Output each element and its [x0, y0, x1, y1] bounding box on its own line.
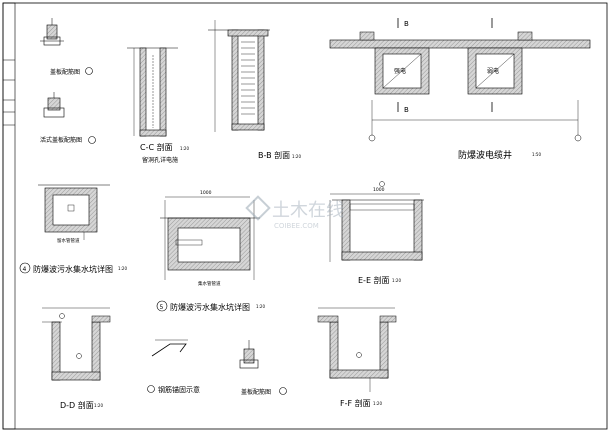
collection-pit-scale: 1:20: [256, 304, 265, 309]
collection-pit-number: 5: [160, 304, 164, 311]
section-cc-title: C-C 剖面: [140, 142, 173, 152]
collection-pit-title: 防爆波污水集水坑详图: [170, 302, 250, 312]
anchor-bar-detail: 钢筋锚固示意: [147, 339, 200, 394]
cable-shaft-scale: 1:50: [532, 152, 541, 157]
cable-shaft-room-right: 弱电: [487, 67, 499, 75]
watermark-logo-icon: [245, 195, 271, 221]
sewage-pit-detail: 留水管管道 4 防爆波污水集水坑详图 1:20: [19, 184, 127, 274]
removable-slab-detail-title: 活式盖板配筋图: [40, 136, 82, 144]
cable-shaft: 强电 弱电 B B 防爆波电缆井 1:50: [329, 18, 591, 161]
section-cc-scale: 1:20: [180, 146, 189, 151]
section-ee: 1000 E-E 剖面 1:20: [329, 181, 424, 285]
section-cc-note: 留洞孔详电施: [142, 156, 178, 164]
slab-detail-top: 盖板配筋图: [40, 18, 93, 76]
section-ee-scale: 1:20: [392, 278, 401, 283]
sewage-pit-number: 4: [23, 266, 27, 273]
section-bb-title: B-B 剖面: [258, 150, 290, 160]
watermark: 土木在线 COIBEE.COM: [245, 195, 344, 230]
sewage-pit-title: 防爆波污水集水坑详图: [33, 264, 113, 274]
sewage-pit-note: 留水管管道: [57, 237, 80, 244]
removable-slab-detail: 活式盖板配筋图: [40, 92, 96, 144]
slab-detail-top-title: 盖板配筋图: [50, 68, 80, 76]
section-ff-scale: 1:20: [373, 401, 382, 406]
section-ee-dim: 1000: [373, 187, 385, 193]
section-dd-scale: 1:20: [94, 403, 103, 408]
sewage-pit-scale: 1:20: [118, 266, 127, 271]
collection-pit-note: 集水管管道: [198, 280, 221, 287]
section-ee-title: E-E 剖面: [358, 275, 390, 285]
section-dd-title: D-D 剖面: [60, 400, 94, 410]
watermark-cn: 土木在线: [272, 200, 344, 221]
cable-shaft-room-left: 强电: [394, 67, 406, 75]
collection-pit-detail: 1000 集水管管道 5 防爆波污水集水坑详图 1:20: [156, 190, 265, 312]
slab-detail-bottom: 盖板配筋图: [239, 340, 287, 396]
section-ff: F-F 剖面 1:20: [317, 307, 397, 408]
anchor-bar-title: 钢筋锚固示意: [158, 385, 200, 394]
section-dd: D-D 剖面 1:20: [42, 307, 111, 410]
watermark-en: COIBEE.COM: [274, 222, 319, 230]
section-cc: C-C 剖面 1:20 留洞孔详电施: [127, 47, 189, 164]
cable-shaft-cut-top: B: [404, 20, 409, 28]
collection-pit-dim: 1000: [200, 190, 212, 196]
slab-detail-bottom-title: 盖板配筋图: [241, 388, 271, 396]
cable-shaft-title: 防爆波电缆井: [458, 149, 512, 161]
cable-shaft-cut-bottom: B: [404, 106, 409, 114]
section-ff-title: F-F 剖面: [340, 398, 371, 408]
section-bb-scale: 1:20: [292, 154, 301, 159]
section-bb: B-B 剖面 1:20: [208, 20, 301, 160]
